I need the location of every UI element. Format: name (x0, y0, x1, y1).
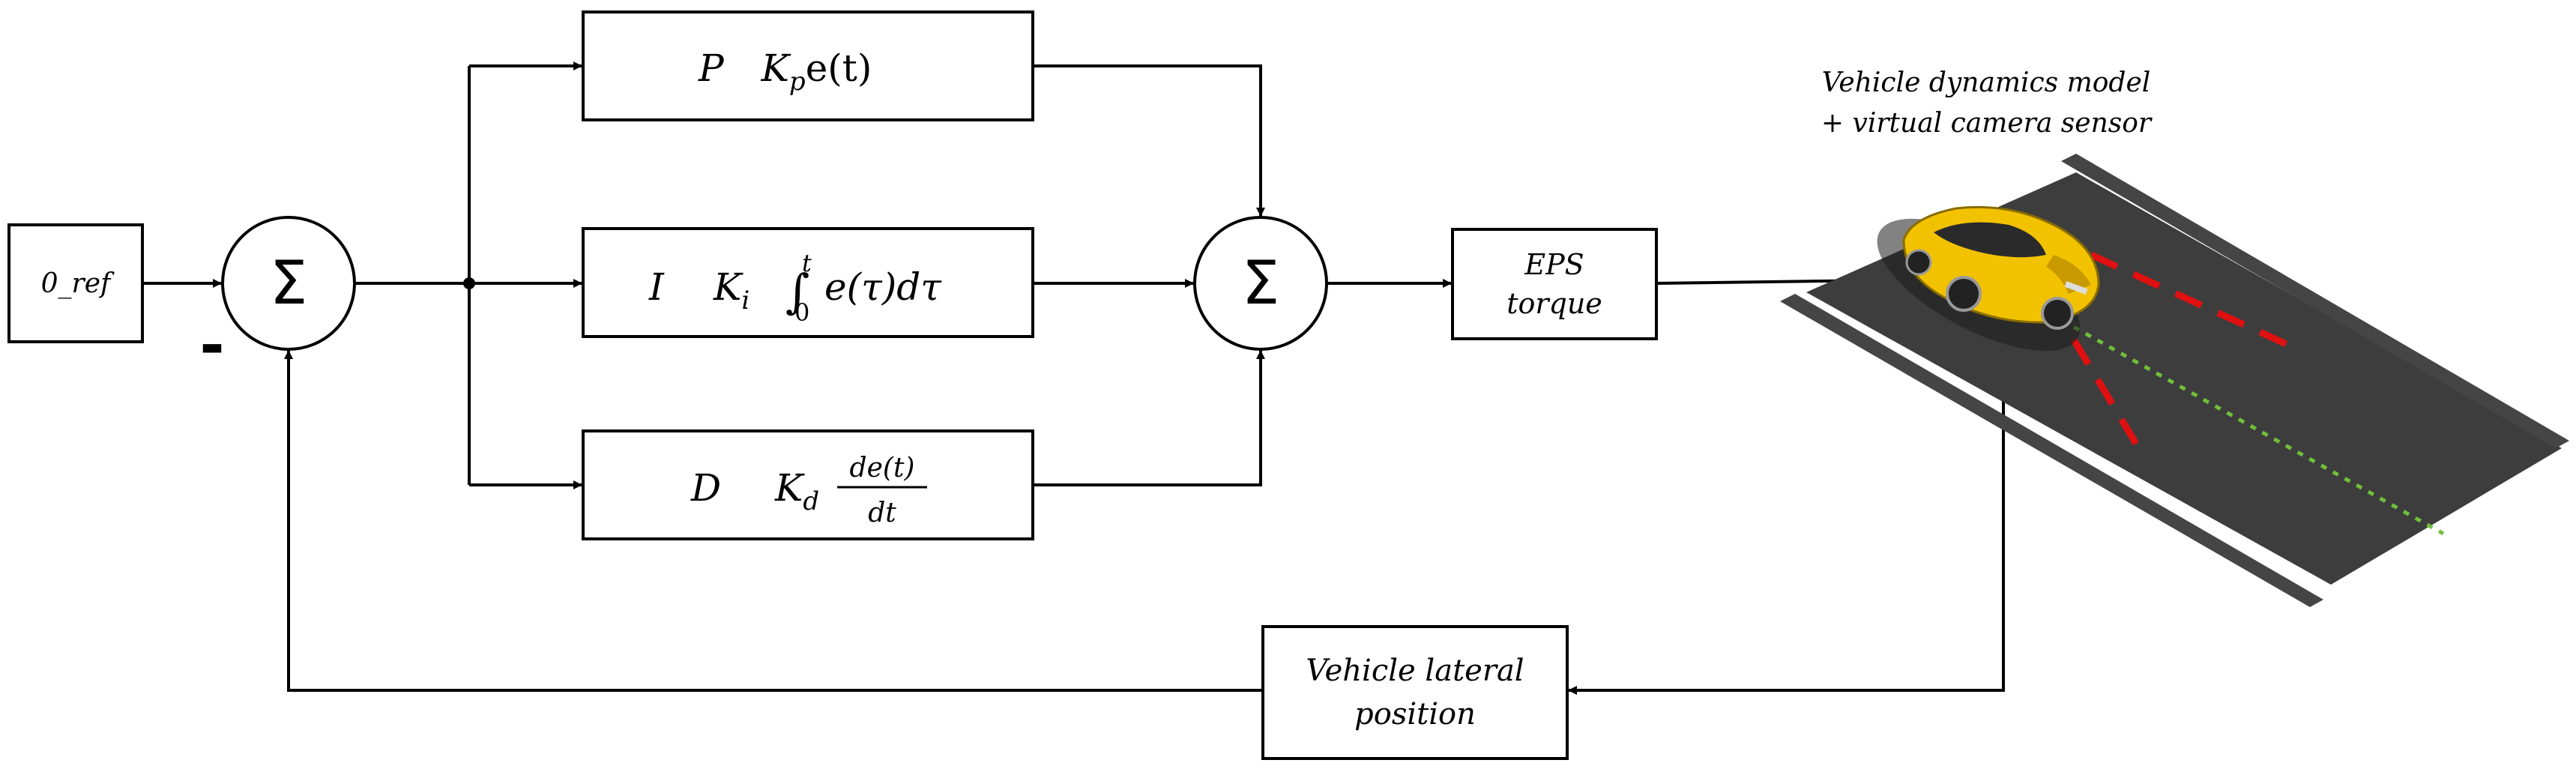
negative-sign: - (199, 310, 224, 380)
vehicle-caption-line2: + virtual camera sensor (1821, 108, 2153, 139)
d-to-sum-arrow (1033, 350, 1265, 486)
p-letter: P (698, 46, 725, 90)
svg-text:Ki: Ki (713, 265, 749, 316)
i-gain: K (713, 265, 743, 309)
eps-line2: torque (1506, 287, 1602, 320)
reference-block: 0_ref (7, 223, 144, 343)
sigma-symbol-1: Σ (270, 248, 308, 318)
d-denominator: dt (868, 498, 896, 528)
p-gain-sub: p (789, 67, 806, 97)
lane-edge-bottom (1780, 294, 2323, 607)
d-gain: K (774, 466, 805, 510)
d-gain-sub: d (803, 486, 819, 516)
vehicle-to-feedback-arrow (1568, 366, 2005, 695)
camera-ray-right (2090, 251, 2302, 355)
sum-junction-output: Σ (1193, 216, 1328, 351)
i-gain-sub: i (741, 286, 749, 316)
lane-edge-top (2061, 154, 2569, 448)
i-letter: I (648, 265, 665, 309)
feedback-to-sum-arrow (284, 350, 1263, 692)
reference-label: 0_ref (41, 268, 115, 299)
car-illustration (1877, 205, 2100, 352)
feedback-line2: position (1354, 697, 1476, 732)
branch-node (463, 277, 475, 289)
svg-text:P Kpe(t): P Kpe(t) (698, 46, 872, 97)
vehicle-caption-line1: Vehicle dynamics model (1822, 67, 2151, 98)
i-expr: e(τ)dτ (824, 265, 942, 309)
d-letter: D (690, 466, 721, 510)
i-block: I Ki ∫ t 0 e(τ)dτ (582, 227, 1034, 338)
p-block: P Kpe(t) (582, 10, 1034, 121)
sum-junction-input: Σ - (199, 216, 356, 380)
p-to-sum-arrow (1033, 64, 1265, 217)
eps-line1: EPS (1524, 248, 1584, 281)
integral-upper: t (802, 249, 812, 277)
feedback-line1: Vehicle lateral (1306, 654, 1524, 688)
lateral-position-block: Vehicle lateral position (1261, 625, 1569, 760)
p-gain: K (761, 46, 791, 90)
integral-sign: ∫ (785, 264, 809, 319)
signal-lines (142, 61, 2005, 695)
d-block: D Kd de(t) dt (582, 429, 1034, 540)
eps-torque-block: EPS torque (1451, 228, 1658, 340)
integral-lower: 0 (794, 298, 809, 327)
p-expr: e(t) (806, 46, 872, 90)
svg-text:Kd: Kd (774, 466, 819, 516)
sigma-symbol-2: Σ (1242, 248, 1280, 318)
center-lane-line (2037, 305, 2445, 536)
d-numerator: de(t) (850, 453, 915, 483)
road-scene (1780, 154, 2569, 607)
